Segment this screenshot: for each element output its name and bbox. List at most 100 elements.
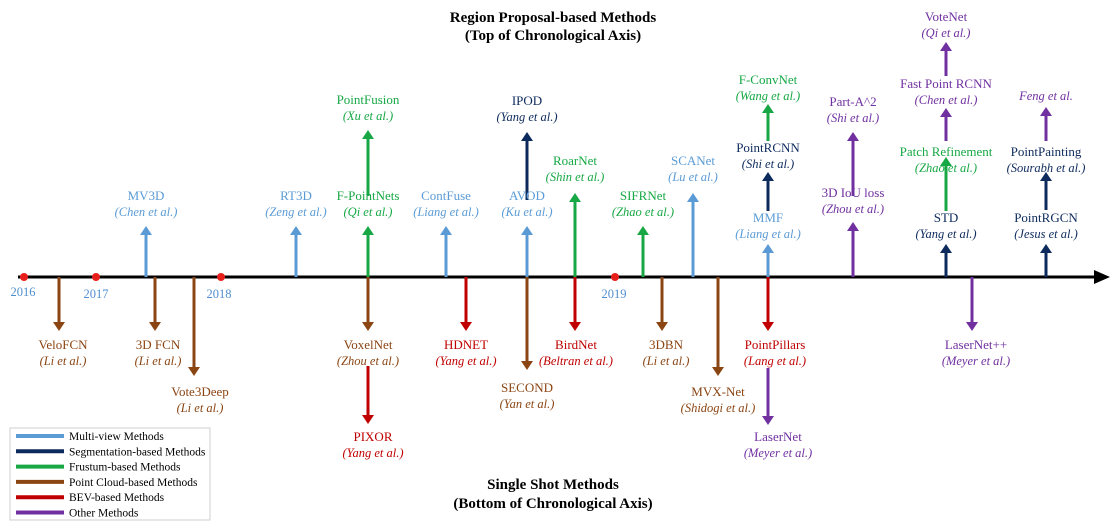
method-name: PointPillars: [745, 337, 806, 352]
method-std: [940, 244, 952, 277]
method-author: (Meyer et al.): [942, 354, 1010, 368]
method-author: (Zhao et al.): [915, 161, 977, 175]
bottom-title-line1: Single Shot Methods: [487, 477, 619, 493]
method-fast-point-rcnn: [940, 108, 952, 141]
arrow-head: [656, 322, 668, 331]
arrow-head: [940, 108, 952, 117]
year-label-2018: 2018: [207, 287, 232, 301]
method-3d-iou-loss: [847, 222, 859, 277]
method-avod: [521, 226, 533, 277]
method-name: LaserNet++: [945, 337, 1007, 352]
method-3d-fcn: [149, 277, 161, 331]
method-name: 3D FCN: [136, 337, 181, 352]
year-label-2019: 2019: [602, 287, 627, 301]
arrow-head: [362, 226, 374, 235]
method-name: F-ConvNet: [739, 72, 798, 87]
year-dot-2019: [611, 273, 619, 281]
year-dot-2018: [217, 273, 225, 281]
method-pointfusion: [362, 130, 374, 196]
method-author: (Li et al.): [135, 354, 182, 368]
year-dot-2017: [92, 273, 100, 281]
method-ipod: [521, 132, 533, 200]
method-author: (Shi et al.): [742, 157, 794, 171]
arrow-head: [966, 322, 978, 331]
method-labels-layer: MV3D(Chen et al.)RT3D(Zeng et al.)F-Poin…: [38, 9, 1085, 460]
method-author: (Liang et al.): [735, 227, 801, 241]
arrow-head: [637, 226, 649, 235]
arrow-head: [762, 172, 774, 181]
method-name: PointFusion: [337, 92, 400, 107]
legend-label: Other Methods: [69, 508, 139, 520]
method-author: (Jesus et al.): [1014, 227, 1078, 241]
method-mvx-net: [712, 277, 724, 376]
method-name: VoteNet: [925, 9, 968, 24]
legend-label: Segmentation-based Methods: [69, 446, 206, 458]
method-name: SIFRNet: [620, 188, 667, 203]
arrow-head: [440, 226, 452, 235]
method-second: [521, 277, 533, 370]
method-author: (Xu et al.): [343, 109, 393, 123]
year-label-2017: 2017: [84, 287, 109, 301]
method-author: (Li et al.): [643, 354, 690, 368]
method-name: VoxelNet: [344, 337, 393, 352]
method-votenet: [940, 42, 952, 76]
arrow-head: [521, 361, 533, 370]
method-pointpainting: [1040, 172, 1052, 210]
legend-label: BEV-based Methods: [69, 492, 165, 504]
method-roarnet: [569, 193, 581, 277]
arrow-head: [53, 322, 65, 331]
arrow-head: [940, 157, 952, 166]
method-author: (Beltran et al.): [539, 354, 613, 368]
method-f-pointnets: [362, 226, 374, 277]
method-rt3d: [290, 226, 302, 277]
method-name: MMF: [753, 210, 783, 225]
method-sifrnet: [637, 226, 649, 277]
method-name: PointRCNN: [736, 140, 800, 155]
method-birdnet: [569, 277, 581, 331]
arrow-head: [362, 322, 374, 331]
method-pointpillars: [762, 277, 774, 331]
legend-box: [9, 427, 211, 521]
method-name: Vote3Deep: [171, 384, 229, 399]
method-author: (Lang et al.): [744, 354, 806, 368]
method-name: Patch Refinement: [900, 144, 993, 159]
legend-label: Multi-view Methods: [69, 431, 164, 443]
method-hdnet: [460, 277, 472, 331]
method-author: (Zhou et al.): [337, 354, 399, 368]
method-name: AVOD: [509, 188, 545, 203]
method-author: (Yang et al.): [436, 354, 497, 368]
arrow-head: [188, 367, 200, 376]
method-contfuse: [440, 226, 452, 277]
top-title-line2: (Top of Chronological Axis): [465, 28, 641, 44]
method-name: Fast Point RCNN: [900, 76, 992, 91]
arrow-head: [569, 193, 581, 202]
method-author: (Ku et al.): [501, 205, 552, 219]
method-author: (Li et al.): [40, 354, 87, 368]
arrow-head: [521, 226, 533, 235]
legend-label: Frustum-based Methods: [69, 462, 181, 474]
method-pointrcnn: [762, 172, 774, 211]
method-author: (Yang et al.): [916, 227, 977, 241]
method-author: (Chen et al.): [915, 93, 978, 107]
arrow-head: [847, 222, 859, 231]
method-author: (Qi et al.): [344, 205, 393, 219]
arrow-head: [521, 132, 533, 141]
method-author: (Chen et al.): [115, 205, 178, 219]
arrow-head: [940, 244, 952, 253]
method-name: 3DBN: [649, 337, 684, 352]
method-author: (Yang et al.): [343, 446, 404, 460]
arrow-head: [140, 226, 152, 235]
legend-item-bev: BEV-based Methods: [16, 492, 165, 504]
arrow-head: [1040, 244, 1052, 253]
method-author: (Li et al.): [177, 401, 224, 415]
arrow-head: [290, 226, 302, 235]
bottom-title-line2: (Bottom of Chronological Axis): [453, 496, 652, 512]
method-name: ContFuse: [421, 188, 471, 203]
method-author: (Lu et al.): [668, 170, 718, 184]
legend-item-frustum: Frustum-based Methods: [16, 462, 181, 474]
method-name: PIXOR: [353, 429, 392, 444]
method-name: MVX-Net: [691, 384, 745, 399]
arrow-head: [687, 193, 699, 202]
